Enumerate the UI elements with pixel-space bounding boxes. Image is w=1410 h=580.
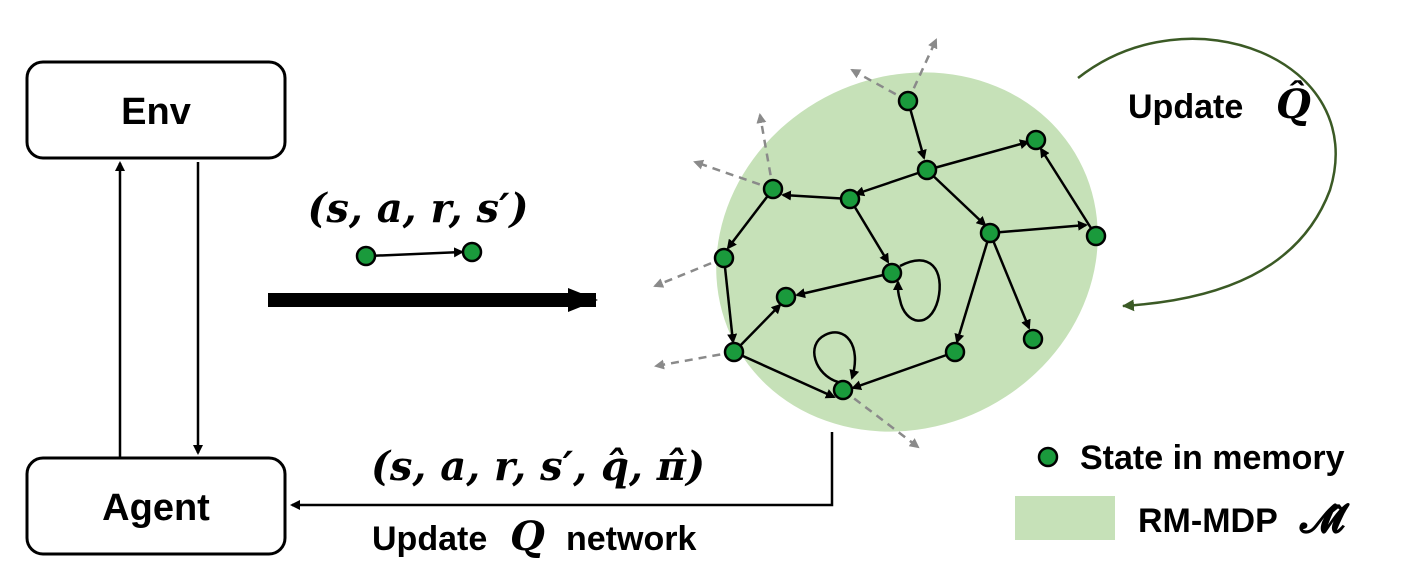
state-node [979, 222, 1001, 244]
graph-edge [854, 168, 928, 197]
rm-mdp-region [716, 72, 1098, 432]
state-node [762, 178, 784, 200]
graph-edges [722, 100, 1098, 399]
legend-state-node [1037, 446, 1059, 468]
state-node [723, 341, 745, 363]
legend-mdp-label: RM-MDP [1138, 502, 1278, 540]
agent-box: Agent [25, 456, 287, 556]
agent-label: Agent [102, 487, 210, 529]
graph-edge [989, 220, 1088, 235]
graph-edge [926, 139, 1030, 172]
graph-edge [726, 188, 774, 250]
graph-nodes [713, 90, 1107, 401]
self-loop-edge [813, 331, 860, 384]
state-node [839, 188, 861, 210]
transition-tuple: (s, a, r, s′) [307, 185, 528, 232]
memory-to-agent-arrow [290, 432, 834, 510]
graph-edge [733, 303, 782, 353]
graph-edge [988, 232, 1031, 330]
state-node [1025, 129, 1047, 151]
state-node [1022, 328, 1044, 350]
legend-mdp-swatch [1015, 496, 1115, 540]
state-node [944, 341, 966, 363]
state-node [1085, 225, 1107, 247]
graph-edge [733, 350, 836, 399]
graph-edge [954, 232, 992, 344]
graph-edge [1039, 147, 1098, 237]
update-q-network-symbol: Q [510, 513, 545, 560]
env-label: Env [121, 91, 191, 133]
state-node [916, 159, 938, 181]
sample-next-state-node [461, 241, 483, 263]
dashed-edge [850, 68, 909, 103]
graph-edge [781, 190, 851, 201]
dashed-edge [906, 38, 938, 102]
update-qhat-prefix: Update [1128, 88, 1243, 126]
update-q-network-suffix: network [566, 520, 696, 558]
graph-edge [851, 350, 956, 391]
graph-edge [722, 257, 738, 344]
sample-state-node [355, 245, 377, 267]
update-q-network-label: Update Q network [372, 513, 696, 560]
update-qhat-label: Update Q̂ [1128, 81, 1311, 128]
state-node [713, 247, 735, 269]
graph-edge [848, 198, 890, 264]
legend: State in memory RM-MDP 𝓜̂ [1015, 439, 1350, 542]
update-q-network-prefix: Update [372, 520, 487, 558]
graph-edge [926, 169, 987, 227]
self-loop-edge [892, 259, 941, 322]
dashed-edges [653, 38, 938, 449]
dashed-edge [842, 389, 920, 449]
update-qhat-cycle-arrow [1077, 37, 1337, 312]
dashed-edge [654, 350, 735, 370]
state-node [832, 379, 854, 401]
legend-mdp-symbol: 𝓜̂ [1299, 495, 1350, 542]
state-node [881, 262, 903, 284]
state-node [775, 286, 797, 308]
dashed-edge [756, 113, 775, 190]
legend-state-label: State in memory [1080, 439, 1345, 477]
dashed-edge [653, 256, 725, 288]
graph-edge [795, 271, 893, 299]
sample-transition-edge [367, 247, 464, 258]
extended-tuple: (s, a, r, s′, q̂, π̂) [371, 443, 705, 490]
update-qhat-symbol: Q̂ [1276, 81, 1311, 128]
state-node [897, 90, 919, 112]
env-box: Env [25, 60, 287, 160]
